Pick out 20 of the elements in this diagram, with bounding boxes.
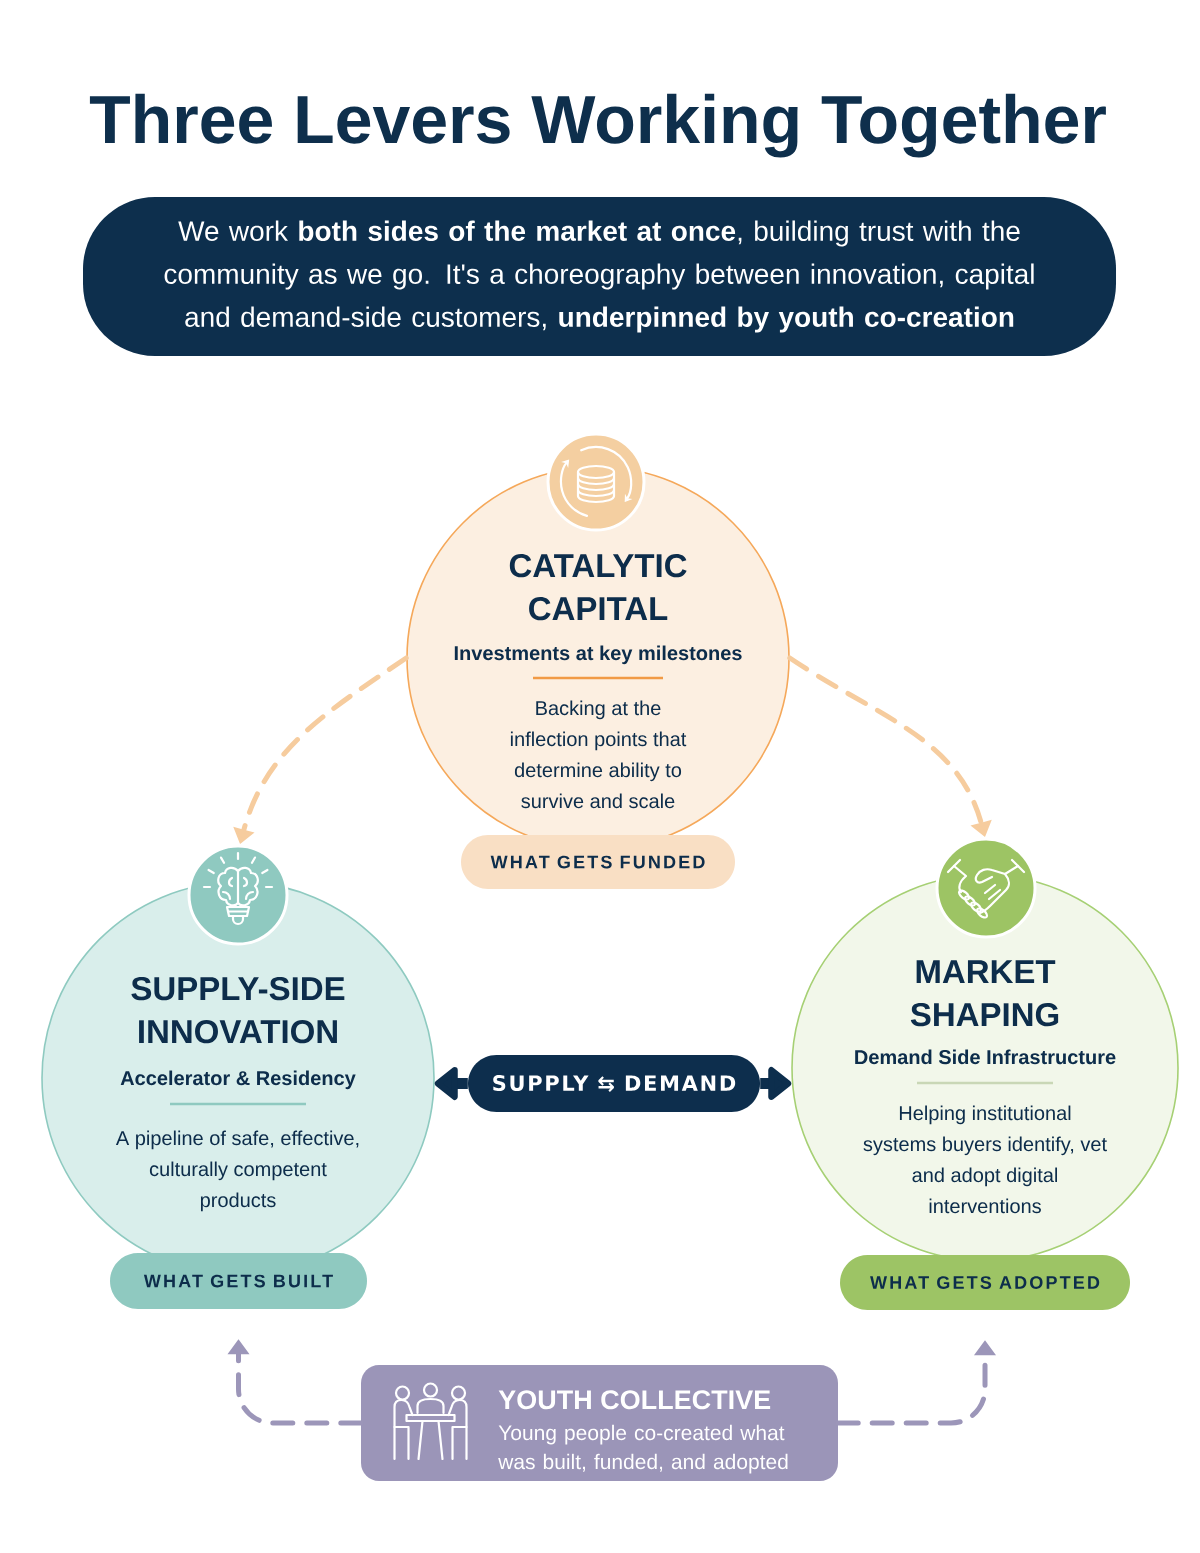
arrow (434, 1067, 468, 1100)
subheading: Investments at key milestones (454, 645, 742, 665)
body-text: Young people co-created what was built, funded, and adopted (498, 1424, 788, 1474)
info-box (361, 1365, 838, 1481)
subheading: Demand Side Infrastructure (855, 1049, 1116, 1065)
heading: MARKET SHAPING (910, 960, 1059, 1027)
tag-pill: WHAT GETS FUNDED (461, 835, 735, 889)
body-text: Helping institutional systems buyers identify, vet and adopt digital interventions (863, 1105, 1107, 1214)
body-text: Backing at the inflection points that determine ability to survive and scale (510, 700, 687, 809)
heading: SUPPLY-SIDE INNOVATION (131, 976, 345, 1044)
tag-pill: WHAT GETS BUILT (110, 1253, 367, 1309)
title: Three Levers Working Together (89, 93, 1106, 158)
tag-pill: WHAT GETS ADOPTED (840, 1255, 1130, 1310)
arrow (760, 1067, 792, 1100)
heading: YOUTH COLLECTIVE (498, 1390, 771, 1410)
heading: CATALYTIC CAPITAL (509, 553, 687, 621)
link-pill: SUPPLY ⇆ DEMAND (468, 1055, 760, 1112)
intro-banner: We work both sides of the market at once, building trust with the community as we go. It's a choreography between innovation, capital and demand-side customers, underpinned by youth co-creation (83, 197, 1116, 356)
subheading: Accelerator & Residency (120, 1070, 356, 1090)
body-text: A pipeline of safe, effective, culturally competent products (115, 1130, 359, 1212)
